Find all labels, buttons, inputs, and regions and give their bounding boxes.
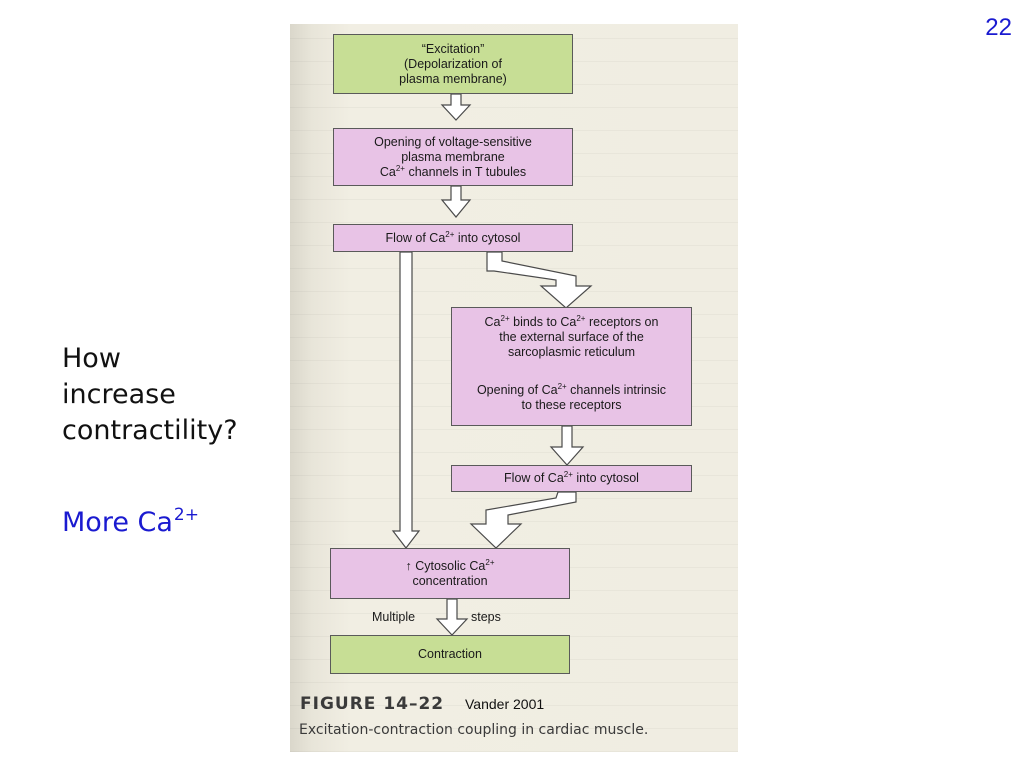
box-text: channels intrinsic: [566, 383, 667, 397]
down-arrow-icon: [440, 185, 472, 218]
figure-caption: Excitation-contraction coupling in cardi…: [299, 722, 649, 738]
box-flow-into-cytosol-2: Flow of Ca2+ into cytosol: [451, 465, 692, 492]
answer-main: More Ca: [62, 507, 173, 538]
question-line: contractility?: [62, 415, 238, 446]
slide-number: 22: [985, 14, 1012, 41]
up-arrow-icon: ↑: [405, 558, 412, 573]
box-text: Opening of Ca2+ channels intrinsic: [477, 383, 666, 398]
bent-arrow-icon: [469, 491, 577, 549]
answer-superscript: 2+: [173, 505, 199, 525]
box-text: Ca2+ binds to Ca2+ receptors on: [485, 315, 659, 330]
box-contraction: Contraction: [330, 635, 570, 674]
box-text: Ca: [484, 315, 501, 329]
figure-number: FIGURE 14–22: [300, 694, 445, 714]
box-text: “Excitation”: [421, 41, 485, 56]
box-ca-receptors-sr: Ca2+ binds to Ca2+ receptors on the exte…: [451, 307, 692, 426]
box-text: channels in T tubules: [404, 164, 527, 179]
box-opening-voltage-channels: Opening of voltage-sensitive plasma memb…: [333, 128, 573, 186]
superscript: 2+: [445, 229, 455, 239]
multiple-label: Multiple: [372, 610, 416, 624]
box-text: plasma membrane): [399, 71, 507, 86]
box-text: concentration: [412, 573, 488, 588]
superscript: 2+: [557, 382, 567, 391]
question-text: How increase contractility?: [62, 341, 282, 449]
box-text: Cytosolic Ca: [411, 558, 486, 573]
box-text: (Depolarization of: [404, 56, 502, 71]
superscript: 2+: [500, 314, 510, 323]
superscript: 2+: [485, 557, 495, 567]
box-text: receptors on: [585, 315, 659, 329]
question-line: increase: [62, 379, 176, 410]
box-text: Ca2+ channels in T tubules: [379, 163, 527, 180]
box-text: Contraction: [418, 647, 482, 661]
box-flow-into-cytosol-1: Flow of Ca2+ into cytosol: [333, 224, 573, 252]
long-down-arrow-icon: [391, 251, 421, 549]
box-text: ↑ Cytosolic Ca2+: [405, 557, 495, 574]
box-text: Flow of Ca2+ into cytosol: [504, 471, 639, 486]
box-cytosolic-ca-concentration: ↑ Cytosolic Ca2+ concentration: [330, 548, 570, 599]
down-arrow-icon: [435, 598, 469, 636]
down-arrow-icon: [549, 425, 585, 466]
box-text: Opening of voltage-sensitive: [374, 134, 532, 149]
box-text: Flow of Ca: [504, 471, 564, 485]
box-text: sarcoplasmic reticulum: [507, 345, 636, 359]
box-text: Flow of Ca: [385, 230, 446, 245]
credit-text: Vander 2001: [465, 696, 545, 712]
box-text: Opening of Ca: [476, 383, 558, 397]
superscript: 2+: [395, 163, 405, 173]
superscript: 2+: [576, 314, 586, 323]
answer-text: More Ca2+: [62, 505, 282, 538]
box-text: into cytosol: [454, 230, 521, 245]
box-text: binds to Ca: [509, 315, 577, 329]
box-text: Flow of Ca2+ into cytosol: [385, 229, 521, 246]
bent-arrow-icon: [486, 251, 593, 309]
question-line: How: [62, 343, 121, 374]
box-text: the external surface of the: [499, 330, 644, 344]
superscript: 2+: [563, 470, 573, 479]
box-text: to these receptors: [521, 398, 622, 412]
box-text: into cytosol: [572, 471, 639, 485]
textbook-figure: “Excitation” (Depolarization of plasma m…: [290, 24, 738, 752]
down-arrow-icon: [440, 93, 472, 121]
box-text: plasma membrane: [401, 149, 505, 164]
box-excitation: “Excitation” (Depolarization of plasma m…: [333, 34, 573, 94]
steps-label: steps: [471, 610, 501, 624]
box-text: Ca: [379, 164, 396, 179]
